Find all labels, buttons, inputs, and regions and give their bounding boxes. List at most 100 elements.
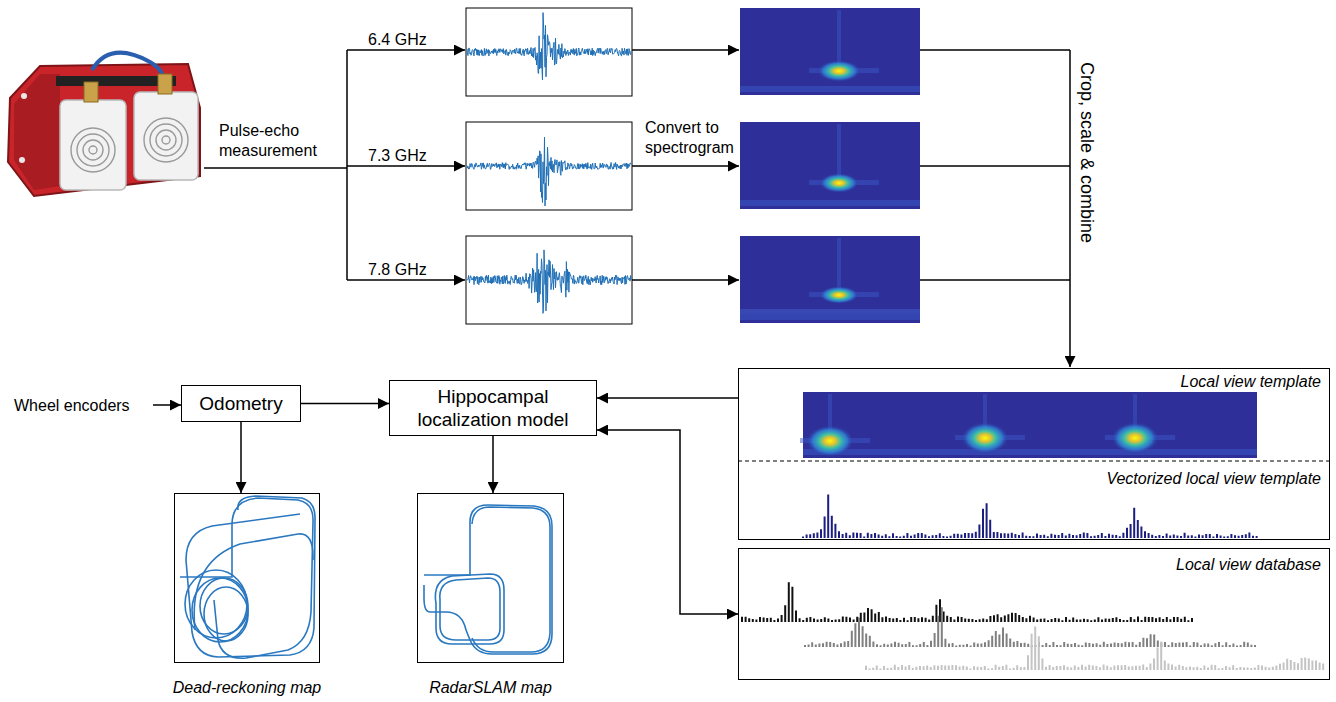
spectrogram-band: [740, 314, 920, 320]
bar-series: [805, 607, 1255, 647]
waveform-frame: [466, 122, 632, 210]
spiral-ring: [77, 134, 109, 166]
process-box: Hippocampal localization model: [389, 380, 597, 436]
antenna-spiral: [71, 118, 188, 172]
trajectory: [472, 507, 550, 652]
branch-arrow: [347, 165, 465, 167]
waveform: [467, 250, 631, 313]
dead-reckoning-trajectory: [180, 496, 315, 658]
database-bars: [742, 582, 1323, 670]
spectrogram-band: [740, 309, 920, 314]
spectrogram-peak: [961, 422, 1009, 454]
spiral-ring: [156, 130, 176, 150]
annotation-label: 7.8 GHz: [368, 260, 427, 280]
screw: [19, 157, 25, 163]
annotation-label: 6.4 GHz: [368, 30, 427, 50]
spectrogram-streak: [837, 238, 841, 293]
spectrogram-ground: [740, 122, 920, 209]
combine-line: [920, 49, 1070, 51]
convert-arrow: [632, 279, 739, 281]
antenna-module: [60, 100, 126, 190]
bar-series: [742, 582, 1192, 622]
waveform-frame: [466, 236, 632, 324]
spectrogram-streak: [837, 124, 841, 181]
spectrogram-peak: [819, 173, 859, 193]
antenna-module: [134, 92, 198, 180]
panel-title: Vectorized local view template: [1106, 469, 1321, 489]
sma-connector: [158, 74, 172, 94]
map-frame: RadarSLAM map: [417, 493, 564, 663]
combine-line: [920, 279, 1070, 281]
spectrogram-peak: [817, 60, 861, 82]
map-frame: Dead-reckoning map: [174, 493, 320, 663]
connector-arrow: [597, 397, 738, 399]
box-label: Hippocampal localization model: [398, 385, 588, 431]
template-image: [800, 392, 1257, 458]
connector-arrow: [240, 422, 242, 493]
map-caption: Dead-reckoning map: [173, 678, 322, 698]
bar-series: [866, 627, 1323, 671]
trajectory: [440, 578, 500, 640]
spectrogram-ground: [740, 236, 920, 323]
connector-arrow: [301, 403, 389, 405]
combine-arrow: [1069, 50, 1071, 367]
spiral-ring: [83, 140, 103, 160]
panel-box: Local view templateVectorized local view…: [738, 368, 1330, 540]
spectrogram-band: [740, 200, 920, 206]
convert-arrow: [632, 165, 739, 167]
waveform: [467, 13, 631, 80]
trajectory: [192, 578, 248, 642]
waveforms: [467, 13, 631, 314]
convert-arrow: [632, 49, 739, 51]
process-box: Odometry: [181, 385, 301, 422]
trajectory: [204, 587, 248, 641]
branch-arrow: [347, 49, 465, 51]
annotation-label: Wheel encoders: [14, 396, 130, 416]
coax-cable: [92, 53, 165, 92]
divider-dashed: [738, 461, 1330, 462]
spiral-ring: [162, 136, 170, 144]
spectrogram-band: [803, 449, 1257, 455]
annotation-label: Pulse-echo measurement: [219, 121, 351, 161]
input-arrow: [153, 404, 181, 406]
waveform: [467, 137, 631, 206]
trajectory: [435, 574, 504, 644]
bar-series: [803, 494, 1257, 538]
sma-connector: [84, 82, 98, 102]
waveform-frame: [466, 8, 632, 96]
trajectory: [186, 496, 315, 657]
branch-line: [346, 50, 348, 280]
spiral-ring: [150, 124, 182, 156]
spectrogram-ground: [740, 8, 920, 95]
branch-arrow: [347, 279, 465, 281]
panel-box: Local view database: [738, 548, 1330, 680]
spiral-ring: [89, 146, 97, 154]
spectrogram-band: [740, 86, 920, 92]
vector-bars: [803, 494, 1257, 538]
panel-title: Local view database: [1176, 555, 1321, 575]
annotation-label: Convert to spectrogram: [645, 118, 757, 158]
spiral-ring: [71, 128, 115, 172]
trajectory: [424, 585, 466, 630]
connector-arrow: [597, 430, 738, 614]
spectrogram-peak: [819, 286, 859, 304]
device-board-shade: [14, 74, 60, 190]
signal-lines: [153, 50, 1070, 405]
map-caption: RadarSLAM map: [429, 678, 552, 698]
panel-title: Local view template: [1180, 372, 1321, 392]
spectrograms: [740, 8, 920, 323]
trajectory: [424, 505, 552, 654]
process-label: Crop, scale & combine: [1077, 62, 1097, 243]
spectrogram-peak: [1111, 422, 1159, 454]
connector-arrow: [492, 436, 494, 493]
device-board: [8, 64, 200, 196]
radar-device: [8, 53, 200, 196]
trajectory: [185, 570, 247, 638]
annotation-label: 7.3 GHz: [368, 146, 427, 166]
radarslam-trajectory: [424, 505, 552, 654]
box-label: Odometry: [199, 392, 282, 415]
spiral-ring: [144, 118, 188, 162]
combine-line: [920, 165, 1070, 167]
